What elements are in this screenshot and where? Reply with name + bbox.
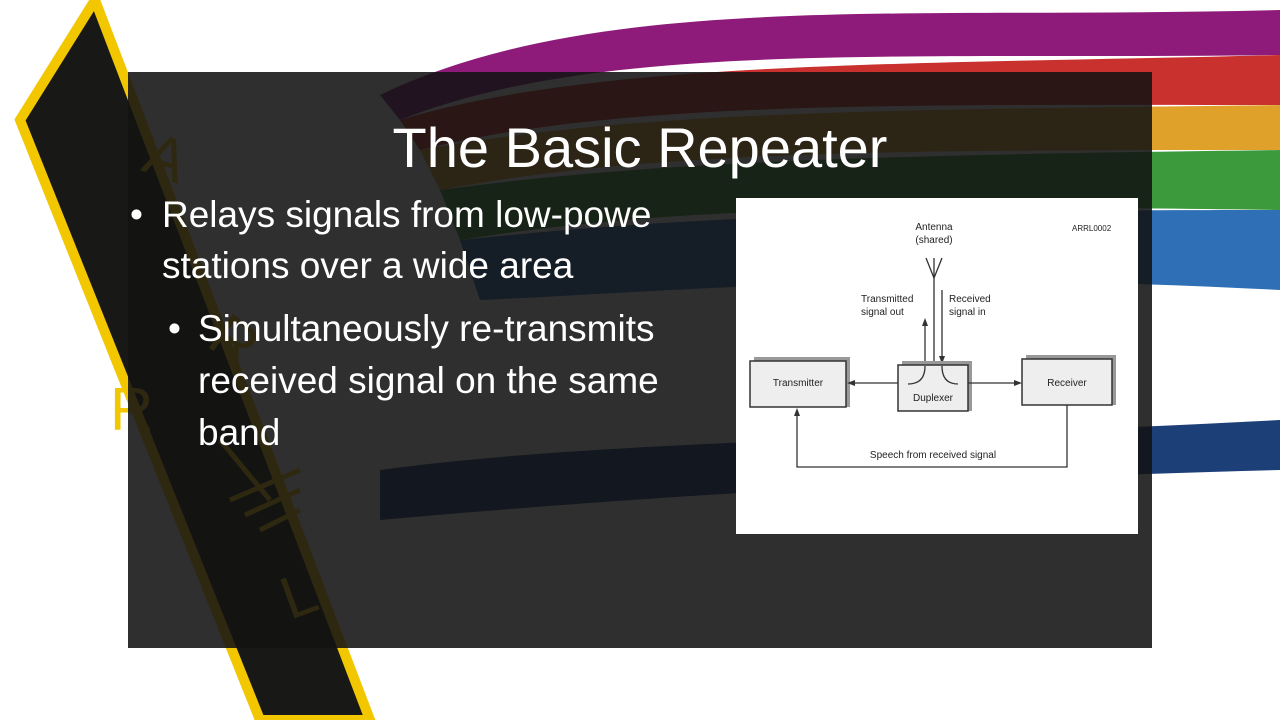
tx-arrowhead-icon [922, 318, 928, 326]
diagram-id-label: ARRL0002 [1072, 224, 1112, 233]
speech-label: Speech from received signal [870, 450, 996, 461]
tx-label-line-2: signal out [861, 307, 904, 318]
transmitter-label: Transmitter [773, 378, 824, 389]
antenna-label-line-2: (shared) [915, 235, 952, 246]
rx-arrowhead-icon [939, 356, 945, 364]
sub-bullet-text-line-1: Simultaneously re-transmits [198, 308, 655, 349]
antenna-icon [925, 257, 943, 279]
transmitter-box [749, 360, 847, 408]
duplexer-label: Duplexer [913, 393, 954, 404]
receiver-box [1021, 358, 1113, 406]
duplexer-curve-left [907, 365, 926, 385]
tx-label-line-1: Transmitted [861, 294, 913, 305]
sub-bullet-text-line-2: received signal on the same [198, 360, 659, 401]
bullet-text-line-1: Relays signals from low-powe [162, 194, 652, 235]
rx-label-line-1: Received [949, 294, 991, 305]
repeater-diagram: ARRL0002 Antenna (shared) Transmitted si… [736, 198, 1138, 534]
duplexer-curve-right [941, 365, 959, 385]
bullet-text-line-2: stations over a wide area [162, 245, 574, 286]
sub-bullet-text-line-3: band [198, 412, 281, 453]
transmitter-arrowhead-icon [847, 380, 855, 386]
slide-title: The Basic Repeater [392, 116, 888, 179]
bullet-dot: • [130, 194, 143, 235]
speech-arrowhead-icon [794, 408, 800, 416]
receiver-arrowhead-icon [1014, 380, 1022, 386]
antenna-label-line-1: Antenna [915, 222, 953, 233]
sub-bullet-dot: • [168, 308, 181, 349]
receiver-label: Receiver [1047, 378, 1087, 389]
ribbon-stripe-purple [380, 10, 1280, 120]
rx-label-line-2: signal in [949, 307, 986, 318]
speech-feedback-loop [796, 405, 1068, 468]
duplexer-box [897, 364, 969, 412]
